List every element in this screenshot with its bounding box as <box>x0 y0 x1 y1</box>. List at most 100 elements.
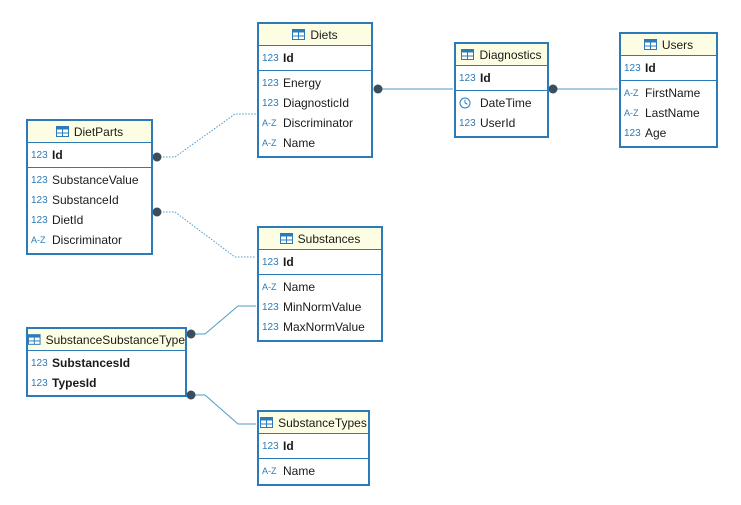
column-row[interactable]: 123 Age <box>621 123 716 143</box>
columns-section: DateTime 123 UserId <box>456 91 547 136</box>
table-icon <box>28 334 41 345</box>
entity-header[interactable]: Diets <box>259 24 371 46</box>
column-name: LastName <box>645 106 700 120</box>
link-endpoint-dot <box>548 84 558 94</box>
column-row[interactable]: A-Z LastName <box>621 103 716 123</box>
numeric-type-icon: 123 <box>31 149 48 161</box>
table-icon <box>643 39 657 50</box>
column-name: SubstanceId <box>52 193 119 207</box>
numeric-type-icon: 123 <box>262 97 279 109</box>
table-icon <box>279 233 293 244</box>
column-row[interactable]: 123 Id <box>259 436 368 456</box>
link-endpoint-dot <box>186 329 196 339</box>
link-endpoint-dot <box>373 84 383 94</box>
column-row[interactable]: A-Z Name <box>259 133 371 153</box>
numeric-type-icon: 123 <box>624 127 641 139</box>
entity-header[interactable]: SubstanceTypes <box>259 412 368 434</box>
link-endpoint-dot <box>152 152 162 162</box>
numeric-type-icon: 123 <box>262 77 279 89</box>
column-row[interactable]: 123 DietId <box>28 210 151 230</box>
numeric-type-icon: 123 <box>31 357 48 369</box>
numeric-type-icon: 123 <box>459 117 476 129</box>
column-name: DietId <box>52 213 84 227</box>
column-name: Age <box>645 126 667 140</box>
text-type-icon: A-Z <box>624 108 639 118</box>
column-row[interactable]: DateTime <box>456 93 547 113</box>
link-endpoint-dot <box>186 390 196 400</box>
column-row[interactable]: 123 UserId <box>456 113 547 133</box>
entity-title: SubstanceSubstanceType <box>45 332 185 347</box>
text-type-icon: A-Z <box>262 138 277 148</box>
column-name: Name <box>283 280 316 294</box>
entity-title: Diets <box>310 27 338 42</box>
column-row[interactable]: 123 Id <box>28 145 151 165</box>
link-dietparts-diets[interactable] <box>157 113 256 158</box>
column-row[interactable]: 123 MinNormValue <box>259 297 381 317</box>
entity-header[interactable]: DietParts <box>28 121 151 143</box>
text-type-icon: A-Z <box>262 466 277 476</box>
table-icon <box>461 49 475 60</box>
column-name: DateTime <box>480 96 532 110</box>
numeric-type-icon: 123 <box>262 52 279 64</box>
column-name: SubstanceValue <box>52 173 139 187</box>
table-icon <box>260 417 274 428</box>
column-name: Name <box>283 136 316 150</box>
link-substancesubstancetype-substancetypes[interactable] <box>191 394 256 425</box>
link-substancesubstancetype-substances[interactable] <box>191 305 256 335</box>
entity-header[interactable]: Substances <box>259 228 381 250</box>
column-name: UserId <box>480 116 516 130</box>
column-name: MaxNormValue <box>283 320 365 334</box>
numeric-type-icon: 123 <box>262 440 279 452</box>
table-icon <box>55 126 69 137</box>
column-name: DiagnosticId <box>283 96 350 110</box>
column-row[interactable]: 123 DiagnosticId <box>259 93 371 113</box>
primary-key-column: Id <box>283 439 294 453</box>
column-name: FirstName <box>645 86 701 100</box>
entity-title: Diagnostics <box>479 47 542 62</box>
primary-key-column: TypesId <box>52 376 97 390</box>
numeric-type-icon: 123 <box>262 256 279 268</box>
entity-header[interactable]: SubstanceSubstanceType <box>28 329 185 351</box>
column-name: MinNormValue <box>283 300 362 314</box>
text-type-icon: A-Z <box>624 88 639 98</box>
numeric-type-icon: 123 <box>31 174 48 186</box>
primary-key-column: Id <box>480 71 491 85</box>
numeric-type-icon: 123 <box>262 301 279 313</box>
column-row[interactable]: A-Z FirstName <box>621 83 716 103</box>
numeric-type-icon: 123 <box>31 214 48 226</box>
entity-header[interactable]: Diagnostics <box>456 44 547 66</box>
entity-header[interactable]: Users <box>621 34 716 56</box>
column-row[interactable]: 123 SubstanceValue <box>28 170 151 190</box>
entity-title: Users <box>661 37 694 52</box>
numeric-type-icon: 123 <box>262 321 279 333</box>
primary-key-column: Id <box>52 148 63 162</box>
column-row[interactable]: 123 MaxNormValue <box>259 317 381 337</box>
link-dietparts-substances[interactable] <box>157 211 256 258</box>
column-name: Discriminator <box>52 233 123 247</box>
